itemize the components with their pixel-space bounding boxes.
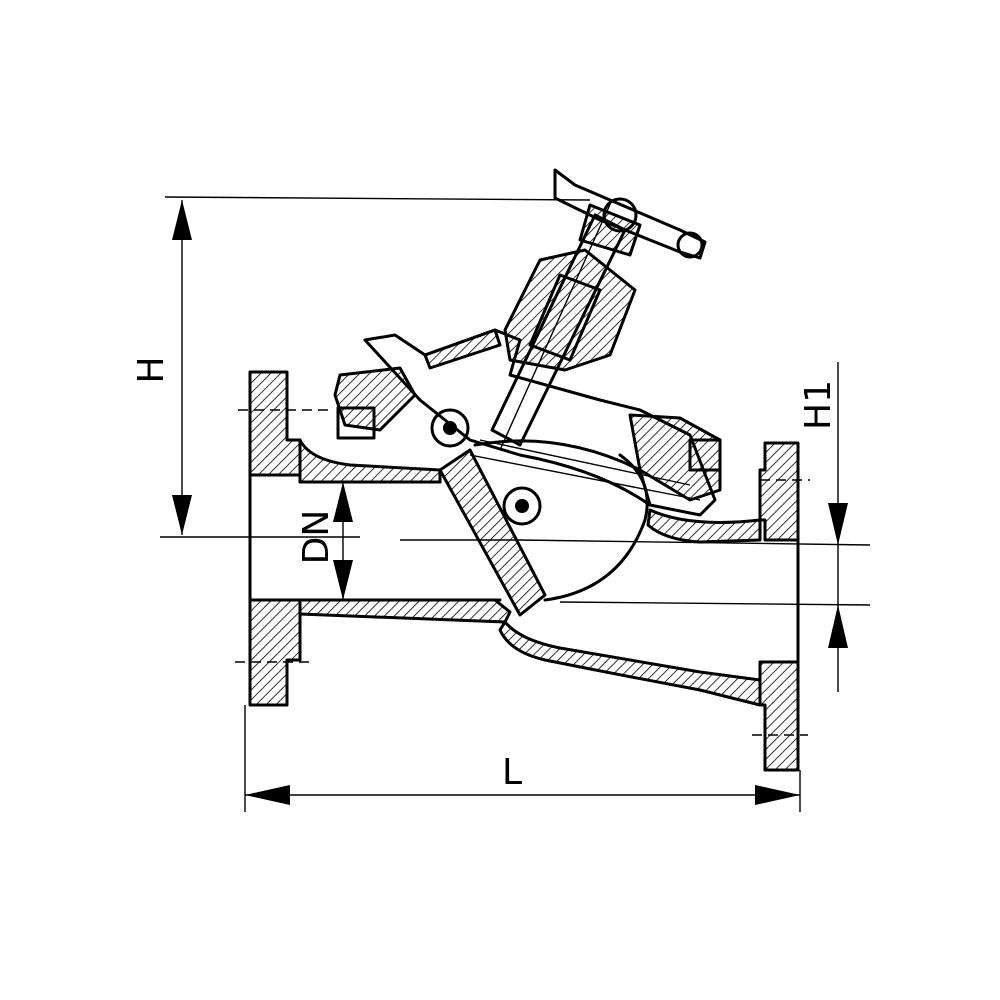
- dn-arrow-top-icon: [333, 482, 353, 522]
- bonnet-housing: [363, 328, 717, 517]
- dn-label: DN: [296, 510, 337, 565]
- pivot-pin-upper-icon: [430, 408, 470, 448]
- l-arrow-left-icon: [245, 785, 290, 805]
- body-wall-upper-left: [298, 438, 442, 484]
- body-wall-upper-right: [646, 508, 762, 544]
- bore-line-right-lower: [559, 601, 871, 606]
- h-label: H: [131, 356, 172, 383]
- h-arrow-bottom-icon: [172, 495, 192, 535]
- h1-label: H1: [798, 380, 839, 430]
- right-flange: [758, 441, 800, 542]
- bonnet-bolt-left: [333, 366, 417, 432]
- bore-line-right-upper: [519, 539, 871, 546]
- body-wall-belly: [498, 620, 762, 707]
- h1-arrow-lower-icon: [828, 605, 848, 648]
- disc-arm-line-a: [469, 454, 701, 501]
- bonnet-nut-left: [336, 406, 376, 440]
- l-arrow-right-icon: [755, 785, 800, 805]
- valve-body: [235, 370, 871, 772]
- pivot-pin-lower-core-icon: [515, 499, 529, 513]
- bonnet-nut-right: [688, 438, 722, 472]
- pivot-pin-lower-icon: [502, 486, 542, 526]
- disc-arm-line-b: [479, 439, 691, 486]
- packing-gland: [503, 248, 637, 372]
- left-flange-lower: [248, 598, 302, 707]
- bonnet-assembly: [333, 168, 722, 617]
- disc-arm: [473, 439, 652, 507]
- h-extension-top: [164, 196, 591, 201]
- valve-disc: [438, 448, 547, 617]
- h-arrow-top-icon: [172, 200, 192, 240]
- pivot-pin-upper-core-icon: [443, 421, 457, 435]
- l-label: L: [502, 752, 522, 793]
- left-flange: [248, 370, 302, 477]
- body-wall-lower-left: [298, 598, 512, 624]
- dimension-h1: H1: [798, 362, 848, 692]
- handwheel-knob-icon: [676, 231, 704, 259]
- packing-gland-inner: [528, 273, 602, 362]
- handwheel-nut: [578, 203, 642, 257]
- handwheel: [553, 168, 707, 260]
- dimension-dn: DN: [296, 482, 520, 600]
- bonnet-inner-shade: [423, 328, 502, 370]
- h1-arrow-upper-icon: [828, 503, 848, 545]
- dimension-h: H: [131, 196, 591, 538]
- dn-arrow-bottom-icon: [333, 560, 353, 600]
- dimension-l: L: [244, 705, 801, 812]
- right-flange-lower: [758, 660, 800, 772]
